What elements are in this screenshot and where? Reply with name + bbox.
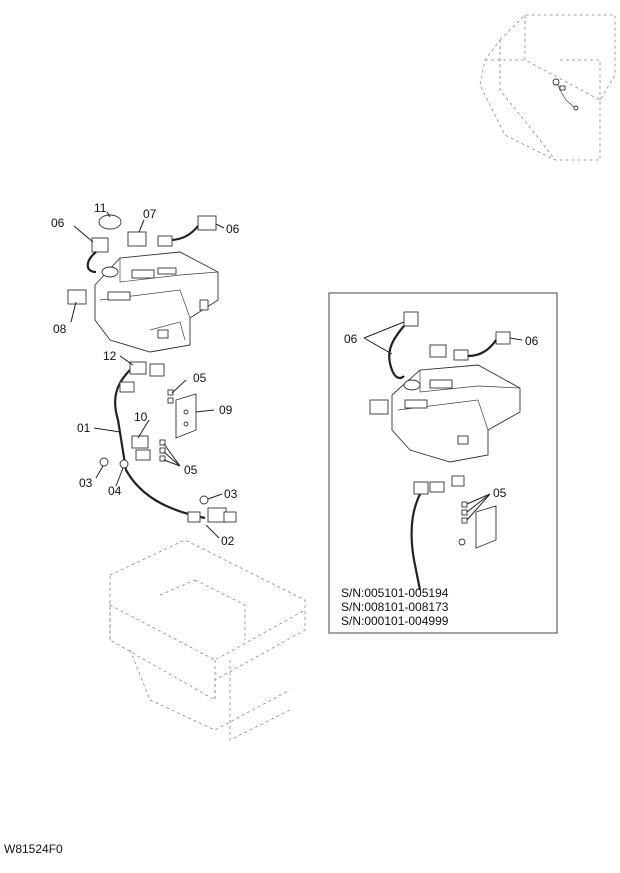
part-05-bolts	[159, 389, 174, 462]
callout-03: 03	[224, 487, 238, 501]
inset-frame	[328, 292, 558, 634]
serial-number-line: S/N:005101-005194	[341, 586, 449, 600]
serial-number-line: S/N:000101-004999	[341, 614, 449, 628]
callout-08: 08	[53, 322, 67, 336]
callout-05: 05	[184, 463, 198, 477]
part-07-switch	[127, 231, 147, 247]
frame-base	[109, 539, 306, 741]
serial-number-line: S/N:008101-008173	[341, 600, 449, 614]
callout-04: 04	[108, 484, 122, 498]
part-11-cap	[98, 214, 122, 278]
leader-lines	[70, 211, 225, 539]
callout-06: 06	[226, 222, 240, 236]
inset-callout-05: 05	[493, 486, 507, 500]
callout-01: 01	[77, 421, 91, 435]
part-09-bracket	[175, 393, 197, 439]
callout-11: 11	[94, 201, 107, 215]
callout-05: 05	[193, 371, 207, 385]
part-06-switch-right	[157, 215, 217, 247]
switch-console	[94, 251, 219, 353]
part-06-switch-left	[86, 237, 109, 274]
part-04-clamp	[119, 459, 129, 469]
callout-07: 07	[143, 207, 157, 221]
callout-02: 02	[221, 534, 235, 548]
figure-code: W81524F0	[4, 842, 63, 856]
wire-harness	[114, 361, 237, 523]
part-10-connector	[131, 435, 151, 461]
cab-locator-view	[479, 14, 616, 161]
callout-10: 10	[134, 410, 148, 424]
part-03-clip	[99, 457, 209, 505]
inset-callout-06: 06	[344, 332, 358, 346]
variant-inset	[328, 292, 558, 634]
callout-09: 09	[219, 403, 233, 417]
callout-12: 12	[103, 349, 117, 363]
inset-callout-06: 06	[525, 334, 539, 348]
callout-03: 03	[79, 476, 93, 490]
part-08-switch	[67, 289, 87, 305]
callout-06: 06	[51, 216, 65, 230]
